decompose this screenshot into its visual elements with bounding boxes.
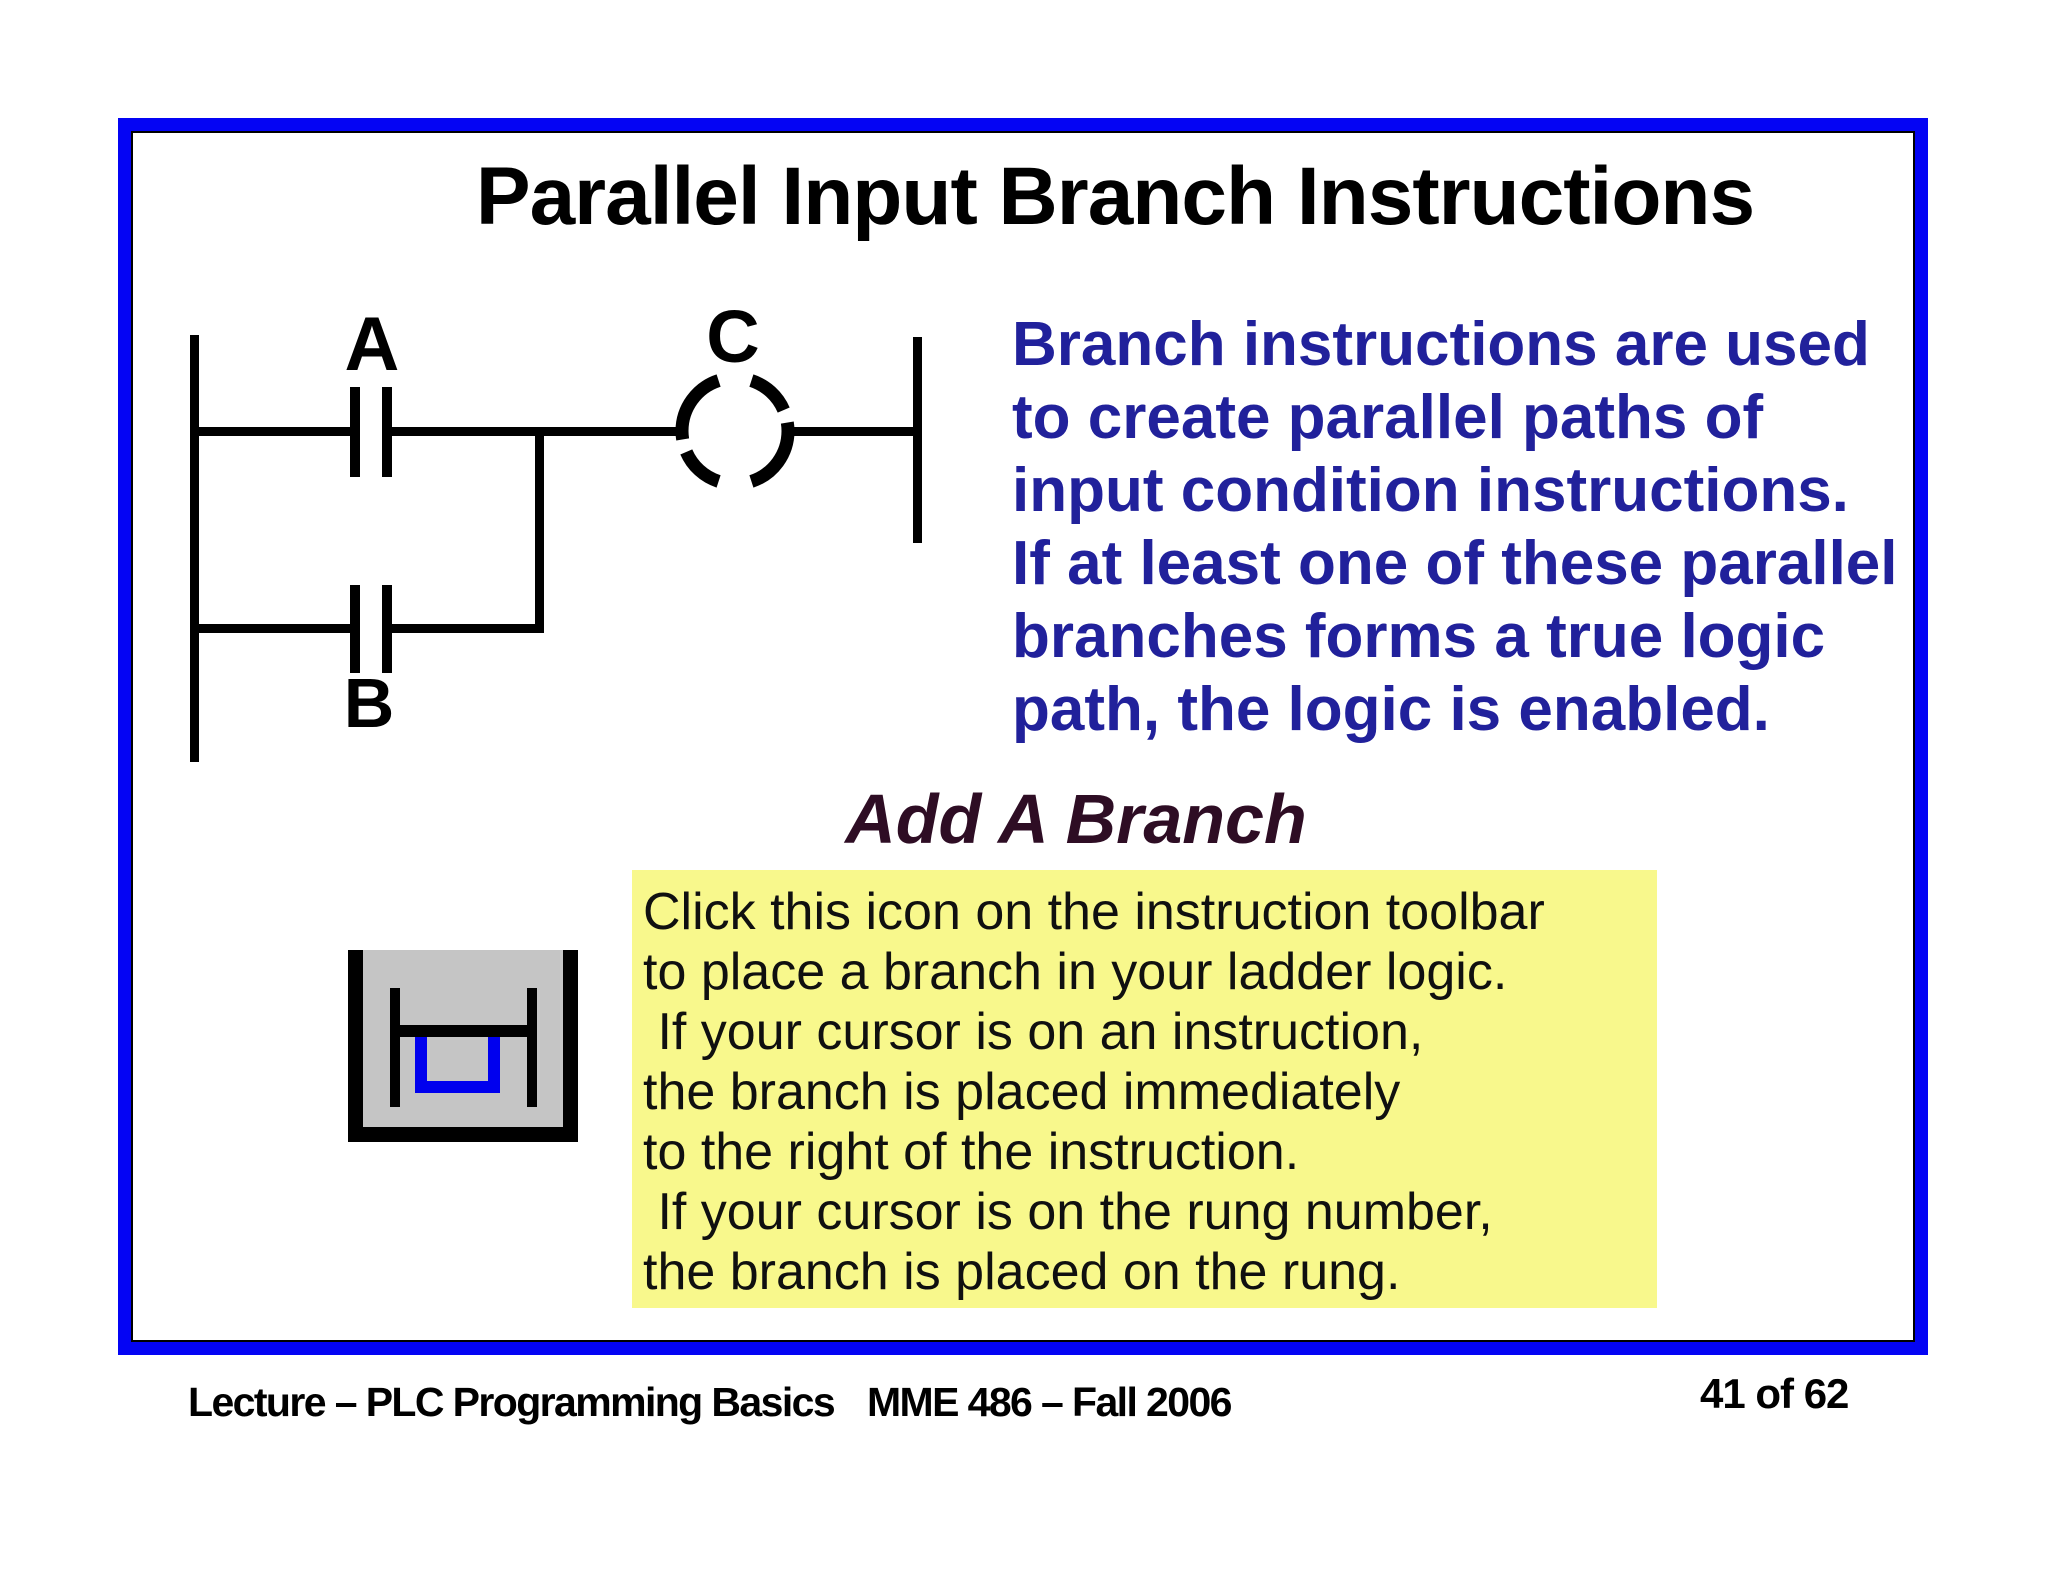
footer-course-term: MME 486 – Fall 2006	[867, 1379, 1232, 1425]
callout-box: Click this icon on the instruction toolb…	[632, 870, 1657, 1308]
output-coil-left-arc	[675, 374, 721, 488]
top-rung-segment-3	[787, 427, 913, 436]
contact-a-right-plate	[382, 387, 392, 477]
branch-junction-line	[535, 427, 544, 633]
page-title: Parallel Input Branch Instructions	[475, 151, 1755, 242]
callout-line: to place a branch in your ladder logic.	[643, 943, 1508, 1001]
ladder-left-rail	[190, 335, 199, 762]
contact-b-label: B	[343, 664, 395, 742]
description-line: branches forms a true logic	[1012, 602, 1826, 671]
top-rung-segment-1	[199, 427, 351, 436]
callout-line: If your cursor is on the rung number,	[643, 1183, 1493, 1241]
callout-line: to the right of the instruction.	[643, 1123, 1300, 1181]
bottom-rung-segment-2	[391, 624, 544, 633]
callout-line: Click this icon on the instruction toolb…	[643, 883, 1545, 941]
icon-branch-right	[488, 1037, 500, 1093]
icon-frame-right	[563, 950, 578, 1142]
contact-a-left-plate	[350, 387, 360, 477]
contact-b-left-plate	[350, 585, 360, 673]
description-line: path, the logic is enabled.	[1012, 675, 1770, 744]
icon-rail-right	[527, 988, 537, 1107]
contact-a-label: A	[344, 302, 400, 387]
contact-b-right-plate	[382, 585, 392, 673]
callout-line: the branch is placed immediately	[643, 1063, 1401, 1121]
output-coil-right-arc	[749, 374, 795, 488]
ladder-logic-diagram	[190, 335, 922, 762]
coil-c-label: C	[706, 295, 760, 378]
icon-rung	[400, 1025, 527, 1037]
icon-frame-bottom	[348, 1127, 578, 1142]
icon-branch-left	[415, 1037, 427, 1093]
icon-frame-left	[348, 950, 363, 1142]
description-line: to create parallel paths of	[1012, 383, 1764, 452]
description-paragraph: Branch instructions are used to create p…	[1012, 308, 1922, 746]
slide-border	[118, 118, 1928, 1355]
footer-lecture-title: Lecture – PLC Programming Basics	[188, 1379, 836, 1425]
icon-branch-bottom	[415, 1081, 500, 1093]
footer-page-number: 41 of 62	[1700, 1370, 1849, 1417]
description-line: input condition instructions.	[1012, 456, 1849, 525]
description-line: If at least one of these parallel	[1012, 529, 1898, 598]
add-branch-toolbar-icon	[348, 950, 578, 1142]
bottom-rung-segment-1	[194, 624, 351, 633]
ladder-right-rail	[913, 337, 922, 543]
callout-line: the branch is placed on the rung.	[643, 1243, 1401, 1301]
callout-line: If your cursor is on an instruction,	[643, 1003, 1424, 1061]
icon-rail-left	[390, 988, 400, 1107]
description-line: Branch instructions are used	[1012, 310, 1870, 379]
add-a-branch-heading: Add A Branch	[845, 780, 1307, 858]
